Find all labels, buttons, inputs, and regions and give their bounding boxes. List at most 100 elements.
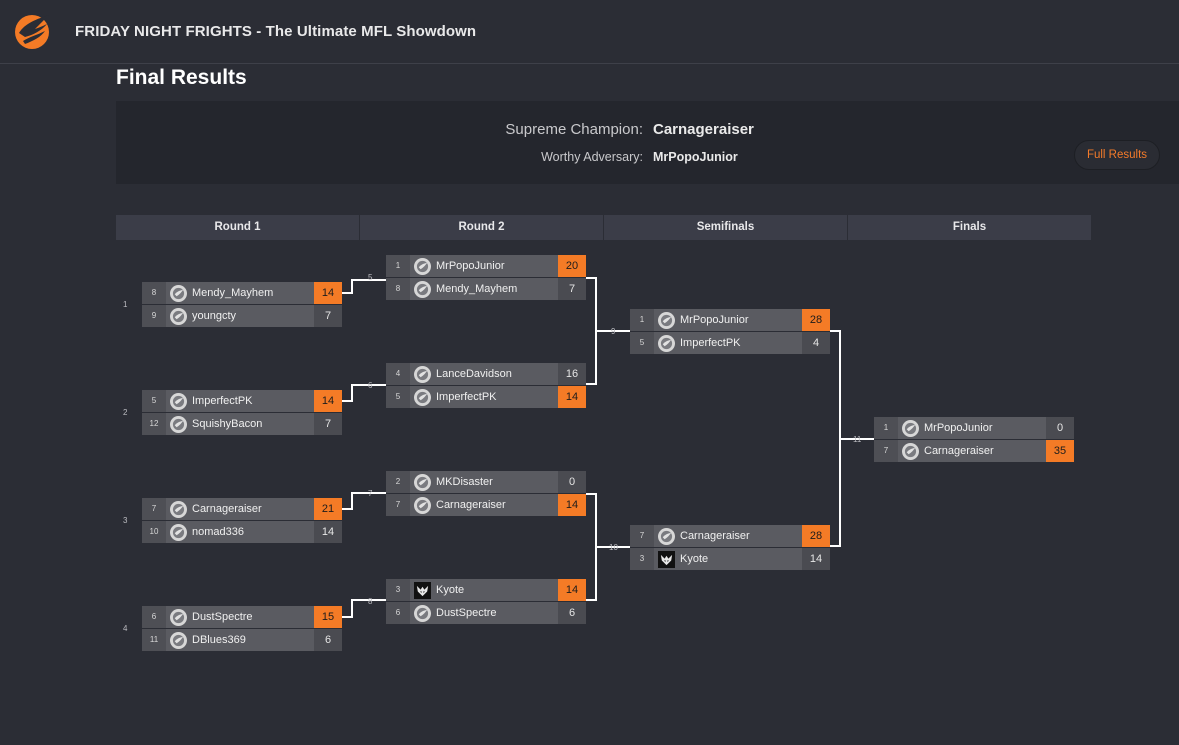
mfl-wing-icon <box>658 527 675 545</box>
seed: 7 <box>142 498 166 520</box>
seed: 1 <box>630 309 654 331</box>
match-slot-top[interactable]: 4 LanceDavidson 16 <box>386 363 586 385</box>
match-slot-top[interactable]: 2 MKDisaster 0 <box>386 471 586 493</box>
match-3[interactable]: 7 Carnageraiser 21 10 nomad336 14 <box>142 498 342 544</box>
mfl-wing-icon <box>658 311 675 329</box>
match-slot-top[interactable]: 7 Carnageraiser 28 <box>630 525 830 547</box>
score: 28 <box>802 309 830 331</box>
match-4[interactable]: 6 DustSpectre 15 11 DBlues369 6 <box>142 606 342 652</box>
score: 7 <box>314 305 342 327</box>
match-7[interactable]: 2 MKDisaster 0 7 Carnageraiser 14 <box>386 471 586 517</box>
match-slot-bottom[interactable]: 3 Kyote 14 <box>630 548 830 570</box>
match-slot-top[interactable]: 1 MrPopoJunior 28 <box>630 309 830 331</box>
team-name[interactable]: DBlues369 <box>192 634 246 646</box>
team-name[interactable]: MKDisaster <box>436 476 493 488</box>
match-slot-top[interactable]: 5 ImperfectPK 14 <box>142 390 342 412</box>
team-name[interactable]: Carnageraiser <box>924 445 994 457</box>
connector-m5-m9 <box>586 277 597 385</box>
mfl-wing-icon <box>170 500 187 518</box>
team-name[interactable]: MrPopoJunior <box>436 260 505 272</box>
seed: 6 <box>386 602 410 624</box>
team-name[interactable]: ImperfectPK <box>436 391 497 403</box>
match-slot-top[interactable]: 1 MrPopoJunior 20 <box>386 255 586 277</box>
match-number-7: 7 <box>368 489 373 498</box>
match-slot-bottom[interactable]: 7 Carnageraiser 35 <box>874 440 1074 462</box>
seed: 10 <box>142 521 166 543</box>
team-name[interactable]: Kyote <box>436 584 465 596</box>
wolf-avatar-icon <box>658 550 675 568</box>
match-slot-top[interactable]: 7 Carnageraiser 21 <box>142 498 342 520</box>
team-name[interactable]: MrPopoJunior <box>680 314 749 326</box>
match-number-10: 10 <box>609 543 618 552</box>
team-name[interactable]: Mendy_Mayhem <box>192 287 274 299</box>
team-name[interactable]: SquishyBacon <box>192 418 263 430</box>
mfl-wing-icon <box>902 419 919 437</box>
score: 14 <box>802 548 830 570</box>
match-slot-top[interactable]: 8 Mendy_Mayhem 14 <box>142 282 342 304</box>
champion-label: Supreme Champion: <box>505 121 643 138</box>
mfl-wing-icon <box>170 307 187 325</box>
match-11[interactable]: 1 MrPopoJunior 0 7 Carnageraiser 35 <box>874 417 1074 463</box>
match-slot-bottom[interactable]: 7 Carnageraiser 14 <box>386 494 586 516</box>
mfl-wing-icon <box>414 365 431 383</box>
seed: 4 <box>386 363 410 385</box>
team-name[interactable]: Carnageraiser <box>680 530 750 542</box>
mfl-wing-icon <box>414 257 431 275</box>
match-slot-bottom[interactable]: 6 DustSpectre 6 <box>386 602 586 624</box>
team-name[interactable]: DustSpectre <box>192 611 253 623</box>
score: 15 <box>314 606 342 628</box>
team-name[interactable]: ImperfectPK <box>680 337 741 349</box>
score: 14 <box>314 390 342 412</box>
match-number-3: 3 <box>123 516 128 525</box>
connector-m1-m5 <box>342 279 386 294</box>
team-name[interactable]: Kyote <box>680 553 709 565</box>
match-slot-top[interactable]: 1 MrPopoJunior 0 <box>874 417 1074 439</box>
mfl-wing-icon <box>414 473 431 491</box>
score: 14 <box>558 579 586 601</box>
mfl-logo-icon[interactable] <box>13 11 51 51</box>
score: 14 <box>314 282 342 304</box>
team-name[interactable]: nomad336 <box>192 526 244 538</box>
team-name[interactable]: Carnageraiser <box>436 499 506 511</box>
team-name[interactable]: LanceDavidson <box>436 368 512 380</box>
team-name[interactable]: MrPopoJunior <box>924 422 993 434</box>
match-9[interactable]: 1 MrPopoJunior 28 5 ImperfectPK 4 <box>630 309 830 355</box>
seed: 12 <box>142 413 166 435</box>
seed: 5 <box>142 390 166 412</box>
match-slot-bottom[interactable]: 9 youngcty 7 <box>142 305 342 327</box>
team-name[interactable]: DustSpectre <box>436 607 497 619</box>
team-name[interactable]: Carnageraiser <box>192 503 262 515</box>
mfl-wing-icon <box>170 523 187 541</box>
match-slot-bottom[interactable]: 5 ImperfectPK 4 <box>630 332 830 354</box>
connector-m7-m10 <box>586 493 597 601</box>
score: 35 <box>1046 440 1074 462</box>
match-slot-top[interactable]: 3 Kyote 14 <box>386 579 586 601</box>
match-number-5: 5 <box>368 273 373 282</box>
score: 14 <box>558 386 586 408</box>
match-number-1: 1 <box>123 300 128 309</box>
mfl-wing-icon <box>414 388 431 406</box>
full-results-button[interactable]: Full Results <box>1074 140 1160 170</box>
score: 6 <box>314 629 342 651</box>
match-slot-bottom[interactable]: 5 ImperfectPK 14 <box>386 386 586 408</box>
score: 14 <box>314 521 342 543</box>
score: 0 <box>1046 417 1074 439</box>
match-5[interactable]: 1 MrPopoJunior 20 8 Mendy_Mayhem 7 <box>386 255 586 301</box>
team-name[interactable]: ImperfectPK <box>192 395 253 407</box>
match-10[interactable]: 7 Carnageraiser 28 3 Kyote 14 <box>630 525 830 571</box>
match-slot-bottom[interactable]: 8 Mendy_Mayhem 7 <box>386 278 586 300</box>
seed: 7 <box>874 440 898 462</box>
seed: 1 <box>386 255 410 277</box>
seed: 11 <box>142 629 166 651</box>
match-2[interactable]: 5 ImperfectPK 14 12 SquishyBacon 7 <box>142 390 342 436</box>
match-slot-bottom[interactable]: 10 nomad336 14 <box>142 521 342 543</box>
match-6[interactable]: 4 LanceDavidson 16 5 ImperfectPK 14 <box>386 363 586 409</box>
match-1[interactable]: 8 Mendy_Mayhem 14 9 youngcty 7 <box>142 282 342 328</box>
team-name[interactable]: Mendy_Mayhem <box>436 283 518 295</box>
champion-value: Carnageraiser <box>653 121 754 138</box>
match-slot-bottom[interactable]: 11 DBlues369 6 <box>142 629 342 651</box>
match-slot-bottom[interactable]: 12 SquishyBacon 7 <box>142 413 342 435</box>
team-name[interactable]: youngcty <box>192 310 237 322</box>
match-slot-top[interactable]: 6 DustSpectre 15 <box>142 606 342 628</box>
match-8[interactable]: 3 Kyote 14 6 DustSpectre 6 <box>386 579 586 625</box>
